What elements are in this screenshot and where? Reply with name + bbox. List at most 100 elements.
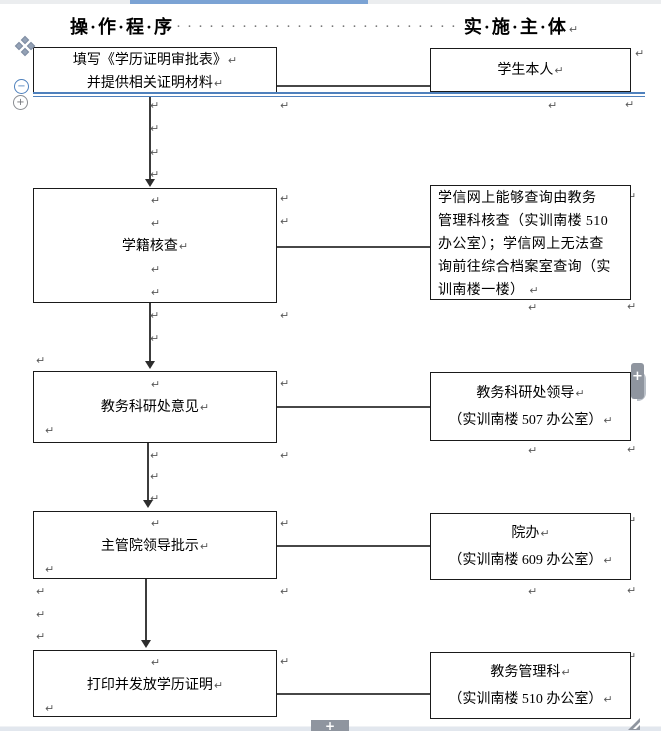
paragraph-mark: ↵	[529, 284, 539, 297]
flow-arrow-line	[149, 97, 151, 180]
paragraph-mark: ↵	[150, 286, 161, 299]
move-handle-dot	[20, 47, 30, 57]
empty-paragraph: ↵	[34, 281, 276, 304]
empty-paragraph: ↵	[34, 512, 276, 535]
paragraph-mark: ↵	[36, 354, 46, 367]
box-text-line: 教务科研处领导↵	[476, 385, 585, 401]
paragraph-mark: ↵	[280, 449, 290, 462]
paragraph-mark: ↵	[280, 192, 290, 205]
box-text-line: 主管院领导批示↵	[100, 539, 210, 554]
paragraph-mark: ↵	[280, 309, 290, 322]
table-move-handle-icon[interactable]	[14, 35, 36, 57]
empty-paragraph: ↵	[34, 189, 276, 212]
paragraph-mark: ↵	[635, 47, 645, 60]
box-text-line: 院办↵	[511, 525, 550, 541]
box-text-line: 学生本人↵	[497, 62, 564, 78]
empty-paragraph: ↵	[34, 373, 276, 396]
paragraph-mark: ↵	[36, 608, 46, 621]
paragraph-mark: ↵	[568, 23, 579, 36]
paragraph-mark: ↵	[36, 630, 46, 643]
flow-box-dean-office-opinion: ↵ 教务科研处意见↵ ↵	[33, 371, 277, 443]
paragraph-mark: ↵	[554, 63, 564, 77]
plus-icon: +	[632, 369, 643, 384]
dot-leader: ··························	[176, 19, 462, 35]
flow-box-student: 学生本人↵	[430, 48, 631, 92]
box-text-line: 学信网上能够查询由教务	[438, 191, 597, 206]
paragraph-mark: ↵	[627, 584, 637, 597]
paragraph-mark: ↵	[575, 386, 585, 400]
move-handle-dot	[26, 41, 36, 51]
paragraph-mark: ↵	[36, 585, 46, 598]
box-text-line: 教务管理科↵	[490, 664, 571, 680]
add-row-button[interactable]: +	[311, 720, 349, 731]
box-text-line: 学籍核查↵	[121, 239, 189, 254]
paragraph-mark: ↵	[213, 679, 224, 692]
paragraph-mark: ↵	[213, 77, 224, 90]
box-text-line: （实训南楼 510 办公室）↵	[448, 691, 613, 707]
flow-box-college-office: 院办↵ （实训南楼 609 办公室）↵	[430, 513, 631, 580]
flow-connector-line	[277, 85, 430, 87]
flow-arrowhead	[143, 500, 153, 508]
paragraph-mark: ↵	[280, 655, 290, 668]
paragraph-mark: ↵	[548, 99, 558, 112]
paragraph-mark: ↵	[150, 470, 160, 483]
paragraph-mark: ↵	[150, 449, 160, 462]
side-add-widget[interactable]: +	[631, 363, 646, 403]
flow-connector-line	[277, 406, 430, 408]
paragraph-mark: ↵	[528, 301, 538, 314]
paragraph-mark: ↵	[227, 54, 238, 67]
empty-paragraph: ↵	[34, 258, 276, 281]
box-text-line: （实训南楼 507 办公室）↵	[448, 412, 613, 428]
table-resize-handle-stripe	[636, 725, 640, 729]
flow-box-admin-section: 教务管理科↵ （实训南楼 510 办公室）↵	[430, 652, 631, 719]
paragraph-mark: ↵	[150, 309, 160, 322]
paragraph-mark: ↵	[178, 240, 189, 253]
flow-box-dean-office-leader: 教务科研处领导↵ （实训南楼 507 办公室）↵	[430, 372, 631, 441]
expand-button[interactable]: +	[13, 95, 28, 110]
box-text-line: 并提供相关证明材料↵	[86, 76, 224, 91]
paragraph-mark: ↵	[150, 99, 160, 112]
box-text-line: 管理科核查（实训南楼 510	[438, 214, 609, 229]
paragraph-mark: ↵	[150, 378, 161, 391]
flow-connector-line	[277, 693, 430, 695]
header-subject-title: 实·施·主·体	[463, 17, 568, 37]
paragraph-mark: ↵	[150, 122, 160, 135]
paragraph-mark: ↵	[603, 553, 613, 567]
paragraph-mark: ↵	[627, 443, 637, 456]
flow-arrow-line	[145, 579, 147, 641]
paragraph-mark: ↵	[45, 702, 55, 715]
paragraph-mark: ↵	[150, 517, 161, 530]
paragraph-mark: ↵	[199, 401, 210, 414]
paragraph-mark: ↵	[540, 526, 550, 540]
paragraph-mark: ↵	[150, 217, 161, 230]
scrollbar-thumb[interactable]	[130, 0, 368, 4]
box-text-line: 训南楼一楼） ↵	[438, 283, 539, 298]
empty-paragraph: ↵	[34, 212, 276, 235]
flow-arrowhead	[145, 179, 155, 187]
flow-box-xuexin-check: 学信网上能够查询由教务 管理科核查（实训南楼 510 办公室）；学信网上无法查 …	[430, 185, 631, 300]
paragraph-mark: ↵	[150, 332, 160, 345]
header-procedure-title: 操·作·程·序	[70, 17, 175, 37]
flow-box-print-issue: ↵ 打印并发放学历证明↵ ↵	[33, 650, 277, 717]
paragraph-mark: ↵	[150, 146, 160, 159]
flow-box-fill-form: 填写《学历证明审批表》↵ 并提供相关证明材料↵	[33, 47, 277, 93]
flow-arrowhead	[141, 640, 151, 648]
paragraph-mark: ↵	[150, 656, 161, 669]
flow-box-status-check: ↵ ↵ 学籍核查↵ ↵ ↵	[33, 188, 277, 303]
paragraph-mark: ↵	[627, 650, 637, 663]
collapse-button[interactable]: −	[14, 79, 29, 94]
blue-divider-line	[33, 92, 645, 94]
paragraph-mark: ↵	[280, 99, 290, 112]
paragraph-mark: ↵	[528, 444, 538, 457]
empty-paragraph: ↵	[34, 651, 276, 674]
paragraph-mark: ↵	[528, 585, 538, 598]
flow-arrow-line	[149, 303, 151, 362]
flow-arrowhead	[145, 361, 155, 369]
blue-divider-line	[33, 96, 645, 97]
flow-connector-line	[277, 545, 430, 547]
horizontal-scrollbar-top[interactable]	[0, 0, 661, 4]
paragraph-mark: ↵	[603, 692, 613, 706]
paragraph-mark: ↵	[199, 540, 210, 553]
paragraph-mark: ↵	[45, 563, 55, 576]
